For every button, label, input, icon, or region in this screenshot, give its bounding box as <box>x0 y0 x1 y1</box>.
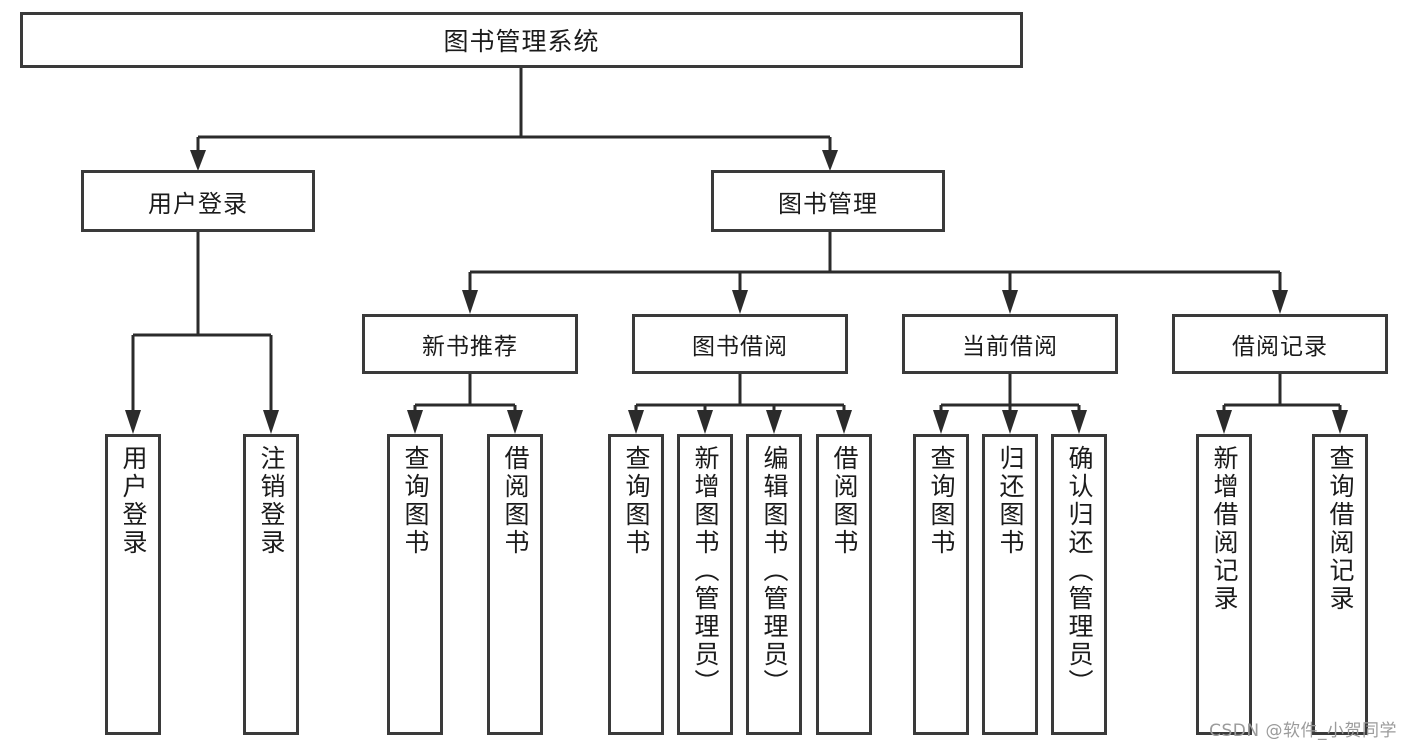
node-current-borrow[interactable]: 当前借阅 <box>902 314 1118 374</box>
node-label: 图书管理系统 <box>443 27 600 56</box>
leaf-book-borrow-borrow[interactable]: 借阅图书 <box>816 434 872 735</box>
leaf-user-login-login[interactable]: 用户登录 <box>105 434 161 735</box>
leaf-borrow-record-query[interactable]: 查询借阅记录 <box>1312 434 1368 735</box>
node-book-borrow[interactable]: 图书借阅 <box>632 314 848 374</box>
node-label: 借阅图书 <box>501 445 530 557</box>
leaf-book-borrow-add[interactable]: 新增图书（管理员） <box>677 434 733 735</box>
arrow-current-borrow-child-3 <box>1071 410 1087 434</box>
leaf-new-book-borrow[interactable]: 借阅图书 <box>487 434 543 735</box>
arrow-user-login-child-1 <box>125 410 141 434</box>
csdn-watermark: CSDN @软件_小贺同学 <box>1209 721 1397 741</box>
node-label: 当前借阅 <box>962 334 1058 360</box>
arrow-current-borrow-child-2 <box>1002 410 1018 434</box>
arrow-to-borrow-record <box>1272 290 1288 314</box>
leaf-book-borrow-edit[interactable]: 编辑图书（管理员） <box>746 434 802 735</box>
leaf-current-borrow-return[interactable]: 归还图书 <box>982 434 1038 735</box>
arrow-new-book-child-2 <box>507 410 523 434</box>
node-label: 查询图书 <box>622 445 651 557</box>
arrow-book-borrow-child-1 <box>628 410 644 434</box>
leaf-borrow-record-add[interactable]: 新增借阅记录 <box>1196 434 1252 735</box>
leaf-current-borrow-query[interactable]: 查询图书 <box>913 434 969 735</box>
arrow-borrow-record-child-2 <box>1332 410 1348 434</box>
arrow-to-book-borrow <box>732 290 748 314</box>
leaf-user-login-logout[interactable]: 注销登录 <box>243 434 299 735</box>
node-label: 确认归还（管理员） <box>1065 445 1094 697</box>
arrow-borrow-record-child-1 <box>1216 410 1232 434</box>
arrow-to-new-book <box>462 290 478 314</box>
node-label: 图书借阅 <box>692 334 788 360</box>
node-label: 新增图书（管理员） <box>691 445 720 697</box>
arrow-to-user-login <box>190 150 206 171</box>
node-new-book-recommend[interactable]: 新书推荐 <box>362 314 578 374</box>
leaf-current-borrow-confirm-return[interactable]: 确认归还（管理员） <box>1051 434 1107 735</box>
node-label: 借阅图书 <box>830 445 859 557</box>
arrow-to-current-borrow <box>1002 290 1018 314</box>
arrow-current-borrow-child-1 <box>933 410 949 434</box>
node-label: 查询图书 <box>401 445 430 557</box>
node-label: 查询借阅记录 <box>1326 445 1355 613</box>
leaf-book-borrow-query[interactable]: 查询图书 <box>608 434 664 735</box>
node-label: 用户登录 <box>148 189 248 218</box>
node-label: 编辑图书（管理员） <box>760 445 789 697</box>
arrow-new-book-child-1 <box>407 410 423 434</box>
arrow-book-borrow-child-2 <box>697 410 713 434</box>
node-user-login[interactable]: 用户登录 <box>81 170 315 232</box>
node-label: 新书推荐 <box>422 334 518 360</box>
arrow-book-borrow-child-4 <box>836 410 852 434</box>
node-book-management-system[interactable]: 图书管理系统 <box>20 12 1023 68</box>
arrow-to-book-manage <box>822 150 838 171</box>
arrow-user-login-child-2 <box>263 410 279 434</box>
arrow-book-borrow-child-3 <box>766 410 782 434</box>
node-label: 查询图书 <box>927 445 956 557</box>
node-label: 用户登录 <box>119 445 148 557</box>
node-label: 图书管理 <box>778 189 878 218</box>
leaf-new-book-query[interactable]: 查询图书 <box>387 434 443 735</box>
node-borrow-record[interactable]: 借阅记录 <box>1172 314 1388 374</box>
node-label: 注销登录 <box>257 445 286 557</box>
node-book-management[interactable]: 图书管理 <box>711 170 945 232</box>
node-label: 归还图书 <box>996 445 1025 557</box>
node-label: 借阅记录 <box>1232 334 1328 360</box>
node-label: 新增借阅记录 <box>1210 445 1239 613</box>
